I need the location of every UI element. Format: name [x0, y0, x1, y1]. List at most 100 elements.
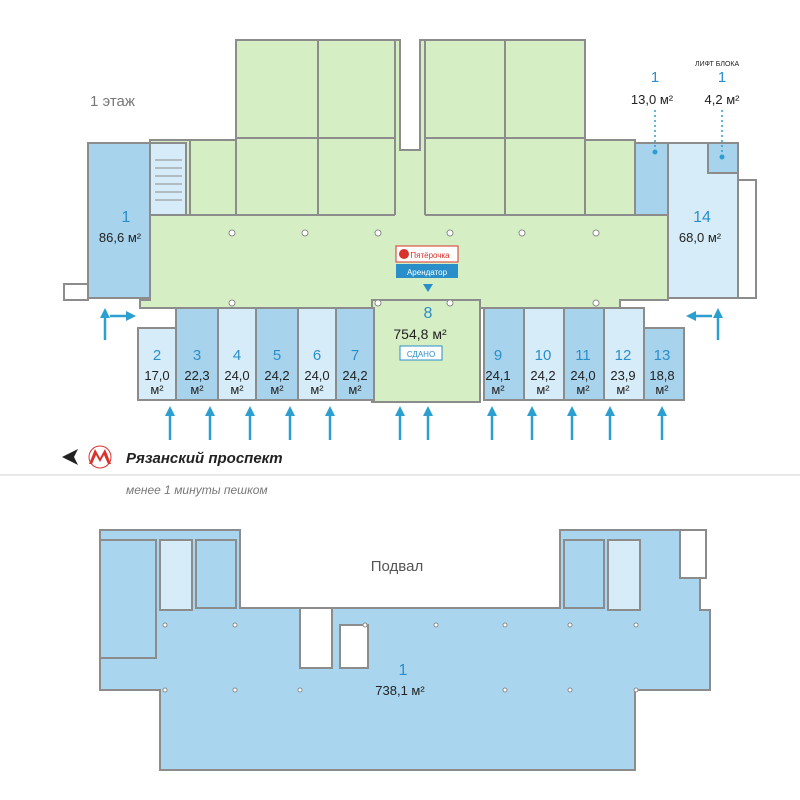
- basement-left-annex: [99, 539, 157, 659]
- arrow-head-icon: [423, 406, 433, 416]
- basement-room-right: [563, 539, 605, 609]
- walk-time: менее 1 минуты пешком: [126, 483, 268, 497]
- unit-10-area: 24,2: [530, 368, 555, 383]
- unit-5-area-unit: м²: [270, 382, 284, 397]
- arrow-head-icon: [285, 406, 295, 416]
- entrance-arrows: [100, 308, 723, 340]
- bottom-arrows: [165, 406, 667, 440]
- unit-3-area: 22,3: [184, 368, 209, 383]
- arrow-head-icon: [657, 406, 667, 416]
- basement-title: Подвал: [371, 558, 423, 575]
- unit-3-number: 3: [193, 347, 201, 364]
- unit-13-number: 13: [654, 347, 671, 364]
- unit-8-number: 8: [424, 305, 433, 322]
- unit-10[interactable]: [523, 307, 565, 401]
- arrow-head-icon: [527, 406, 537, 416]
- unit-2-area: 17,0: [144, 368, 169, 383]
- unit-5-area: 24,2: [264, 368, 289, 383]
- left-annex: [63, 283, 89, 301]
- floor1-title: 1 этаж: [90, 93, 135, 110]
- unit-13-area-unit: м²: [655, 382, 669, 397]
- lift-block-1-number: 1: [651, 69, 659, 86]
- status-badge-bg: [399, 345, 443, 361]
- unit-7-area-unit: м²: [348, 382, 362, 397]
- arrow-head-icon: [605, 406, 615, 416]
- unit-11-area-unit: м²: [576, 382, 590, 397]
- down-triangle-icon: [423, 284, 433, 292]
- lift-marker-dot: [719, 154, 725, 160]
- basement-stair-right: [607, 539, 641, 611]
- arrow-head-icon: [165, 406, 175, 416]
- lift-markers: [654, 110, 723, 155]
- unit-4-area: 24,0: [224, 368, 249, 383]
- tenant-badge: [395, 245, 459, 292]
- metro-m-icon: [88, 445, 112, 469]
- unit-13[interactable]: [643, 327, 685, 401]
- unit-10-area-unit: м²: [536, 382, 550, 397]
- basement-columns: [162, 622, 639, 693]
- tenant-brand: Пятёрочка: [410, 251, 450, 260]
- small-units: 217,0м²322,3м²424,0м²524,2м²624,0м²724,2…: [144, 347, 674, 397]
- unit-1-number: 1: [122, 209, 131, 226]
- lift-block-1-area: 13,0 м²: [631, 92, 674, 107]
- basement-unit-number: 1: [399, 662, 408, 679]
- unit-12-number: 12: [615, 347, 632, 364]
- pointer-arrow-icon: [62, 449, 78, 465]
- basement-room-left: [195, 539, 237, 609]
- unit-12-area: 23,9: [610, 368, 635, 383]
- pyaterochka-logo-icon: [399, 249, 409, 259]
- unit-1-area: 86,6 м²: [99, 230, 142, 245]
- unit-4-area-unit: м²: [230, 382, 244, 397]
- unit-9-area: 24,1: [485, 368, 510, 383]
- unit-6-area: 24,0: [304, 368, 329, 383]
- arrow-head-icon: [567, 406, 577, 416]
- lift-block-2-number: 1: [718, 69, 726, 86]
- unit-12[interactable]: [603, 307, 645, 401]
- unit-14-number: 14: [693, 209, 711, 226]
- lift-block-13m2[interactable]: [634, 142, 669, 216]
- lift-caption: ЛИФТ БЛОКА: [695, 61, 739, 68]
- floor1-plan: [63, 39, 757, 403]
- structural-columns: [228, 229, 600, 307]
- arrow-head-icon: [205, 406, 215, 416]
- unit-7[interactable]: [335, 307, 375, 401]
- basement-plan: [99, 529, 711, 771]
- stair-icon: [155, 159, 182, 201]
- unit-8-area: 754,8 м²: [393, 326, 447, 342]
- unit-5-number: 5: [273, 347, 281, 364]
- unit-11-number: 11: [575, 347, 591, 364]
- basement-stair-left: [159, 539, 193, 611]
- unit-6-number: 6: [313, 347, 321, 364]
- right-annex: [737, 179, 757, 299]
- unit-6-area-unit: м²: [310, 382, 324, 397]
- unit-7-number: 7: [351, 347, 359, 364]
- unit-9-area-unit: м²: [491, 382, 505, 397]
- basement-unit-1[interactable]: [99, 529, 711, 771]
- unit-10-number: 10: [535, 347, 552, 364]
- unit-14-area: 68,0 м²: [679, 230, 722, 245]
- green-partitions: [180, 40, 640, 216]
- arrow-head-icon: [245, 406, 255, 416]
- lift-marker-dot: [652, 149, 658, 155]
- unit-12-area-unit: м²: [616, 382, 630, 397]
- metro-station-name: Рязанский проспект: [126, 450, 283, 467]
- unit-9[interactable]: [483, 307, 525, 401]
- status-badge: СДАНО: [407, 350, 435, 359]
- basement-right-annex: [679, 529, 707, 579]
- arrow-head-icon: [325, 406, 335, 416]
- unit-3-area-unit: м²: [190, 382, 204, 397]
- unit-1-left[interactable]: [87, 142, 151, 299]
- arrow-head-icon: [395, 406, 405, 416]
- unit-1-left-stair: [149, 142, 187, 216]
- lift-block-2-area: 4,2 м²: [705, 92, 741, 107]
- unit-4-number: 4: [233, 347, 241, 364]
- unit-9-number: 9: [494, 347, 502, 364]
- arrow-head-icon: [487, 406, 497, 416]
- unit-13-area: 18,8: [649, 368, 674, 383]
- unit-2[interactable]: [137, 327, 177, 401]
- unit-3[interactable]: [175, 307, 219, 401]
- unit-7-area: 24,2: [342, 368, 367, 383]
- basement-shaft-2: [339, 624, 369, 669]
- basement-shaft: [299, 607, 333, 669]
